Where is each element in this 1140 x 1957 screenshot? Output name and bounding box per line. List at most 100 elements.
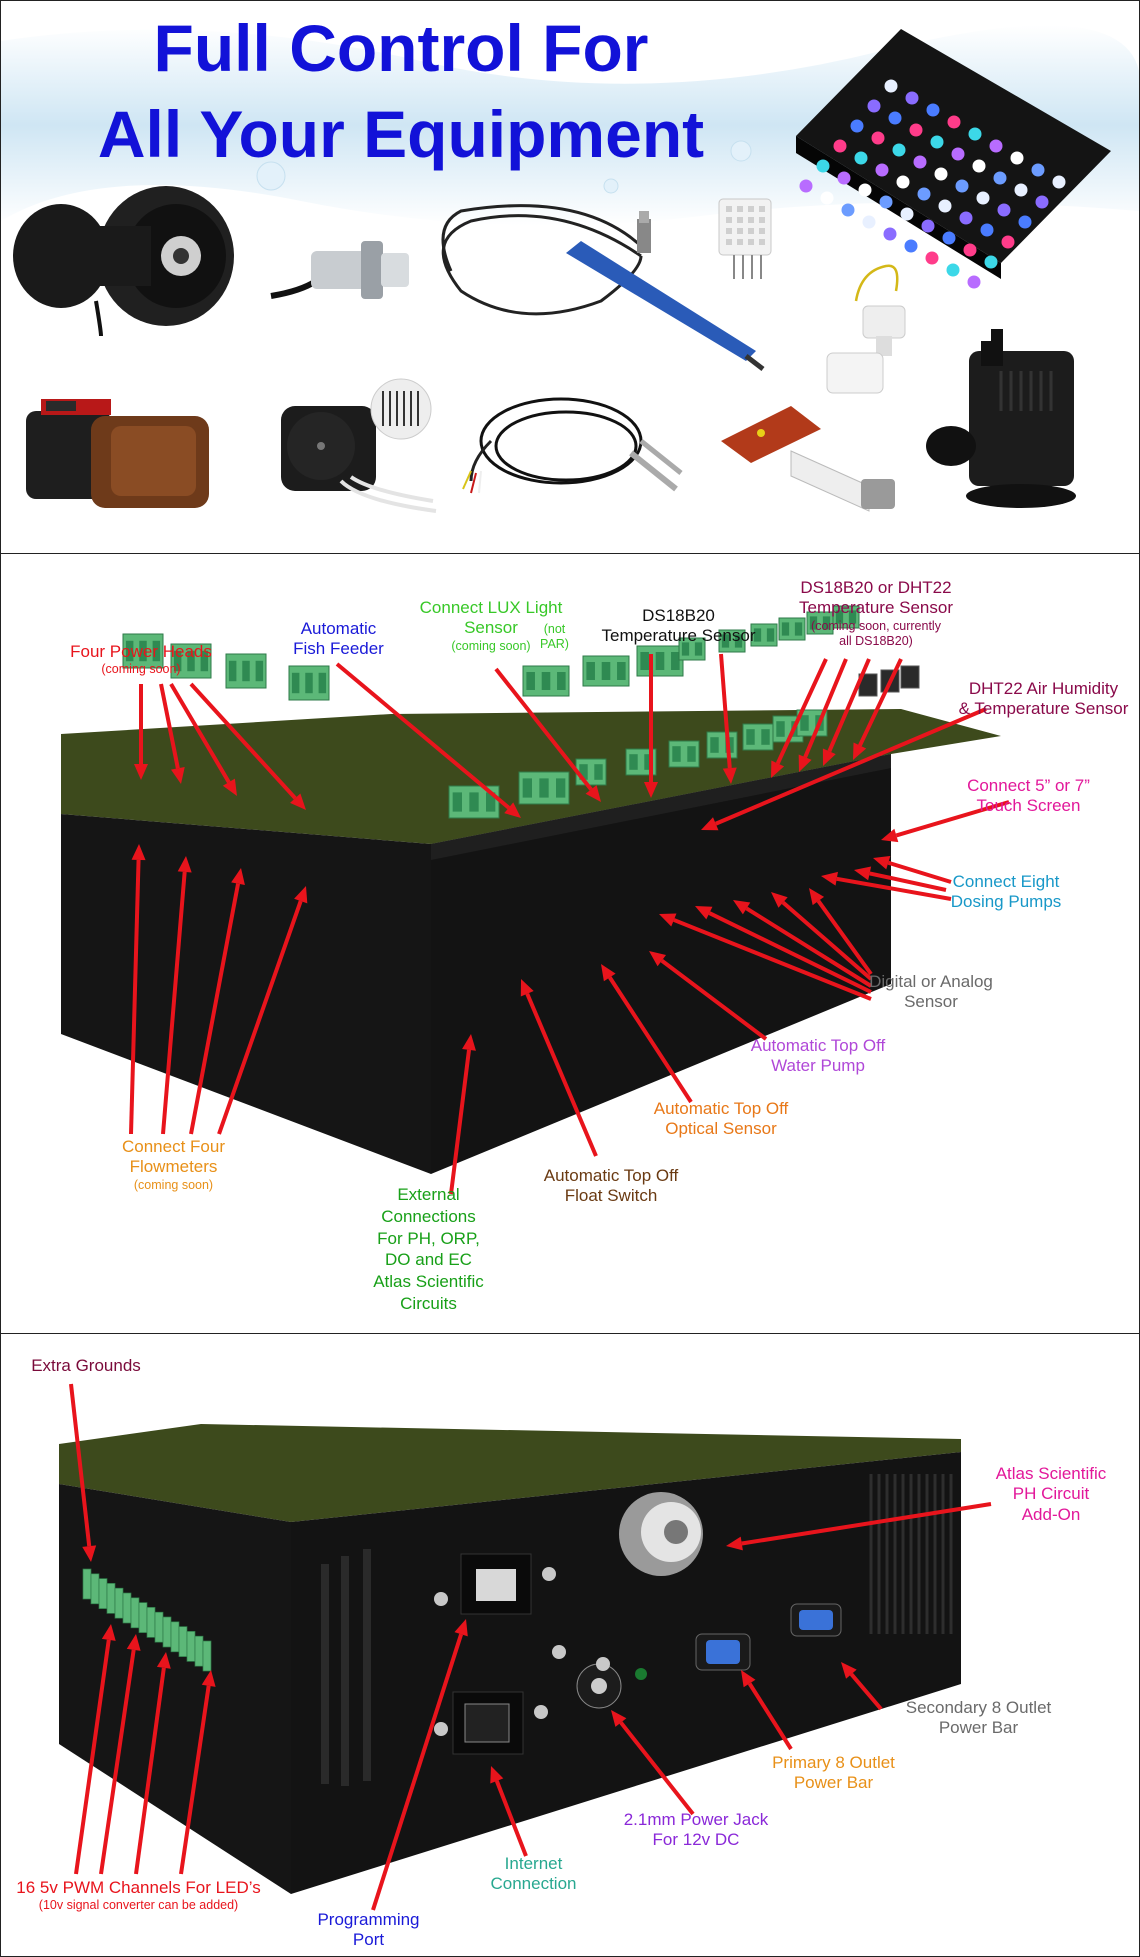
- label-internet-connection: Internet Connection: [490, 1854, 577, 1894]
- pointer-arrow: [873, 856, 952, 884]
- sensor-vent: [726, 206, 732, 212]
- led-dot: [1014, 183, 1028, 197]
- bulkhead-float-sensor-icon: [270, 241, 409, 299]
- led-dot: [976, 191, 990, 205]
- pointer-arrow: [822, 658, 871, 766]
- label-touch-screen: Connect 5” or 7” Touch Screen: [967, 776, 1090, 816]
- pointer-arrow: [733, 900, 873, 988]
- terminal-connector: [448, 785, 500, 819]
- pointer-arrow: [881, 800, 1010, 843]
- led-dot: [926, 103, 940, 117]
- led-dot: [841, 203, 855, 217]
- led-dot: [896, 175, 910, 189]
- led-dot: [947, 115, 961, 129]
- pointer-arrow: [695, 906, 872, 994]
- led-dot: [1052, 175, 1066, 189]
- terminal-connector: [522, 665, 570, 697]
- led-dot: [1010, 151, 1024, 165]
- led-dot: [871, 131, 885, 145]
- terminal-connector: [778, 617, 806, 641]
- back-board-illustration: [59, 1383, 992, 1911]
- terminal-connector: [678, 637, 706, 661]
- pointer-arrow: [134, 684, 148, 780]
- terminal-connector: [718, 629, 746, 653]
- screw: [596, 1657, 610, 1671]
- led-dot: [959, 211, 973, 225]
- board-left-face: [59, 1484, 291, 1894]
- pointer-arrow: [449, 1034, 476, 1195]
- pointer-arrow: [371, 1619, 468, 1911]
- board-left-face: [61, 734, 431, 1174]
- front-view-panel: Four Power Heads (coming soon) Automatic…: [0, 553, 1140, 1335]
- board-right-face: [431, 754, 891, 1174]
- pointer-arrow: [74, 1624, 116, 1875]
- led-dot: [984, 255, 998, 269]
- led-dot: [867, 99, 881, 113]
- label-ds18b20: DS18B20 Temperature Sensor: [601, 606, 756, 646]
- led-dot: [925, 251, 939, 265]
- terminal-connector: [170, 643, 212, 679]
- label-extra-grounds: Extra Grounds: [31, 1356, 141, 1375]
- back-view-panel: Extra Grounds Atlas Scientific PH Circui…: [0, 1333, 1140, 1957]
- label-external-connections: External Connections For PH, ORP, DO and…: [373, 1185, 484, 1313]
- pointer-arrow: [726, 1502, 992, 1551]
- pointer-arrow: [841, 1662, 883, 1711]
- led-dot: [997, 203, 1011, 217]
- led-dot: [858, 183, 872, 197]
- led-dot: [968, 127, 982, 141]
- front-board-illustration: [61, 605, 1010, 1195]
- sensor-vent: [759, 206, 765, 212]
- led-dot: [972, 159, 986, 173]
- led-dot: [816, 159, 830, 173]
- terminal-connector: [742, 723, 774, 751]
- pointer-arrow: [129, 844, 146, 1135]
- led-dot: [913, 155, 927, 169]
- led-dot: [875, 163, 889, 177]
- pointer-arrow: [134, 1652, 171, 1875]
- pointer-arrow: [601, 964, 693, 1104]
- label-dosing-pumps: Connect Eight Dosing Pumps: [950, 872, 1062, 912]
- page-title-line-2: All Your Equipment: [97, 97, 705, 171]
- led-dot: [1001, 235, 1015, 249]
- led-dot: [879, 195, 893, 209]
- sensor-vent: [748, 217, 754, 223]
- pointer-arrow: [771, 892, 873, 981]
- sensor-vent: [759, 217, 765, 223]
- pointer-arrow: [189, 868, 245, 1135]
- led-dot: [892, 143, 906, 157]
- pointer-arrow: [520, 979, 598, 1157]
- terminal-connector: [636, 645, 684, 677]
- pointer-arrow: [189, 682, 306, 810]
- led-dot: [955, 179, 969, 193]
- vertical-float-switch-icon: [826, 264, 906, 394]
- status-led: [635, 1668, 647, 1680]
- led-dot: [909, 123, 923, 137]
- pwm-terminal-strip: [82, 1568, 212, 1672]
- atlas-ph-circuit-icon: [721, 406, 895, 512]
- pointer-arrow: [494, 667, 601, 802]
- dht22-sensor-icon: [718, 198, 772, 279]
- label-ato-float-switch: Automatic Top Off Float Switch: [543, 1166, 679, 1206]
- board-top-surface: [59, 1424, 961, 1522]
- pointer-arrow: [771, 658, 828, 778]
- pointer-arrow: [853, 658, 903, 760]
- pointer-arrow: [854, 866, 947, 892]
- pointer-arrow: [798, 658, 848, 772]
- pointer-arrow: [659, 913, 872, 1001]
- ethernet-port-insert: [464, 1703, 510, 1743]
- led-dot: [963, 243, 977, 257]
- terminal-connector: [706, 731, 738, 759]
- label-power-jack: 2.1mm Power Jack For 12v DC: [623, 1810, 769, 1850]
- label-digital-analog-sensor: Digital or Analog Sensor: [869, 972, 993, 1012]
- equipment-gallery: [13, 29, 1111, 513]
- sensor-vent: [748, 206, 754, 212]
- pointer-arrow: [719, 653, 737, 784]
- vent-slot: [341, 1556, 349, 1786]
- terminal-connector: [122, 633, 164, 669]
- rj-jack: [900, 665, 920, 689]
- led-dot: [883, 227, 897, 241]
- sensor-vent: [726, 239, 732, 245]
- pointer-arrow: [644, 654, 658, 798]
- led-dot: [934, 167, 948, 181]
- pointer-arrow: [217, 886, 308, 1135]
